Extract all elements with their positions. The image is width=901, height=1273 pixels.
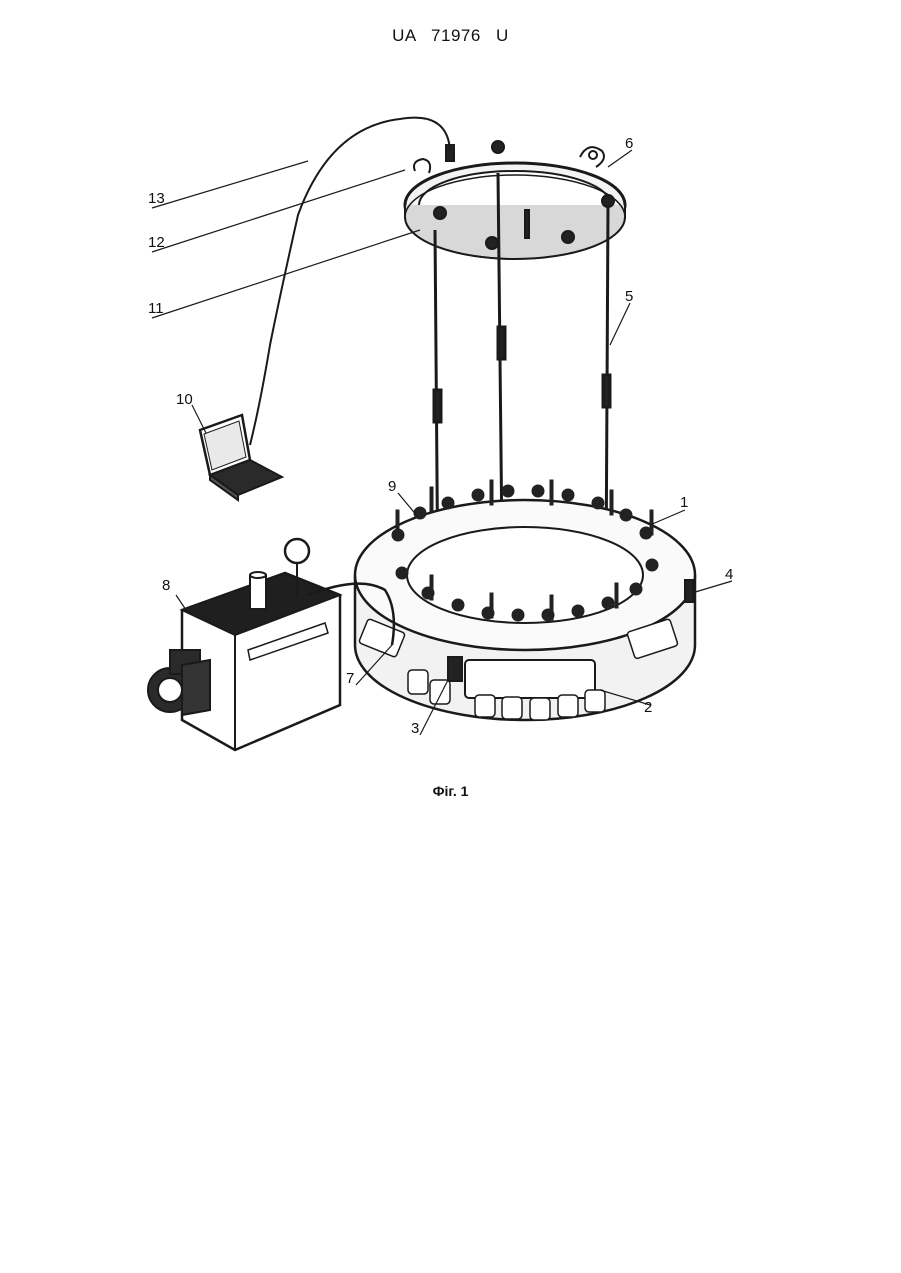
label-1: 1 <box>680 494 688 511</box>
label-12: 12 <box>148 234 165 251</box>
label-10: 10 <box>176 391 193 408</box>
label-5: 5 <box>625 288 633 305</box>
label-3: 3 <box>411 720 419 737</box>
label-11: 11 <box>148 300 164 317</box>
top-ring <box>405 141 625 259</box>
laptop <box>200 415 282 500</box>
label-2: 2 <box>644 699 652 716</box>
label-4: 4 <box>725 566 733 583</box>
pump-station <box>148 539 340 750</box>
label-9: 9 <box>388 478 396 495</box>
patent-number-header: UA 71976 U <box>0 26 901 46</box>
label-6: 6 <box>625 135 633 152</box>
label-7: 7 <box>346 670 354 687</box>
figure-caption: Фіг. 1 <box>0 783 901 799</box>
label-8: 8 <box>162 577 170 594</box>
apparatus-drawing: 13 12 11 10 6 5 9 1 4 8 7 3 2 <box>130 105 750 775</box>
patent-figure: 13 12 11 10 6 5 9 1 4 8 7 3 2 <box>130 105 750 775</box>
label-13: 13 <box>148 190 165 207</box>
